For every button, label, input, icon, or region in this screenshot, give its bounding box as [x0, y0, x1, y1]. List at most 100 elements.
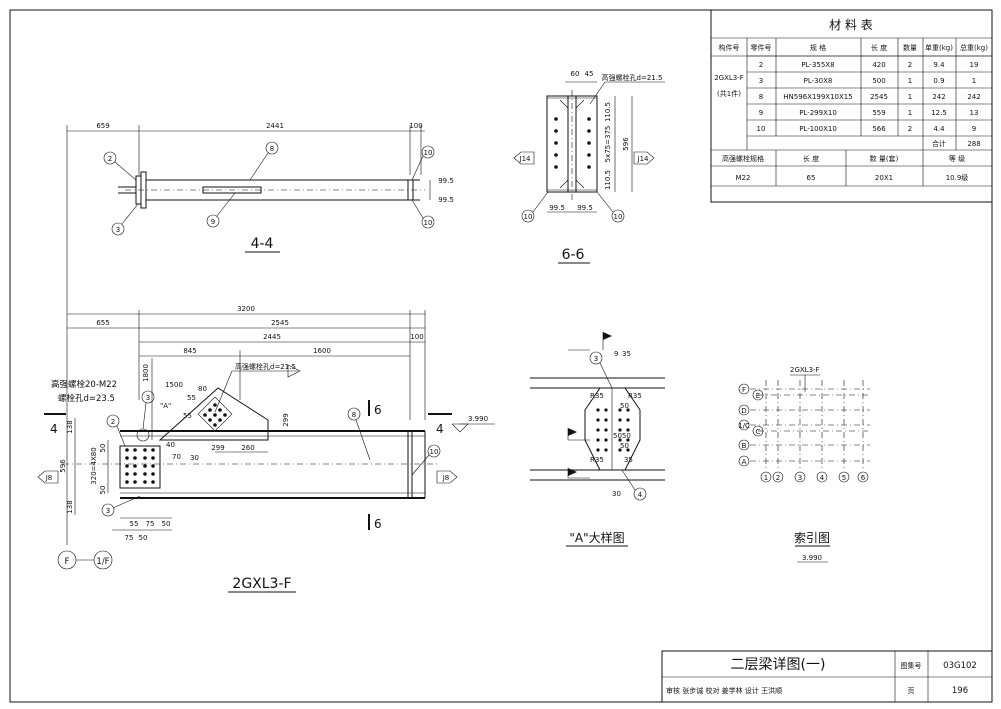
bolt-qty: 20X1 [875, 174, 893, 182]
main-view: 3200 655 2545 2445 100 845 1600 高强螺栓20-M… [37, 300, 495, 593]
svg-text:PL-355X8: PL-355X8 [801, 61, 834, 69]
svg-text:242: 242 [932, 93, 945, 101]
dim-596-main: 596 [59, 459, 67, 473]
sign-row: 审核 张步诚 校对 姜学林 设计 王洪顺 [666, 686, 782, 695]
svg-text:C: C [756, 428, 761, 436]
dim-80: 80 [198, 385, 207, 393]
dim-320: 320=4X80 [90, 447, 98, 484]
callout-circle [347, 407, 361, 421]
svg-text:PL-299X10: PL-299X10 [799, 109, 837, 117]
bolt-spec: M22 [736, 174, 751, 182]
table-row: 10 PL-100X10 566 2 4.4 9 [757, 125, 977, 133]
bolt-hdr-spec: 高强螺栓规格 [722, 154, 764, 163]
dim-2545: 2545 [271, 319, 289, 327]
svg-text:5050: 5050 [613, 432, 631, 440]
section-mark-6-bottom: 6 [374, 517, 382, 531]
section-mark-6-top: 6 [374, 403, 382, 417]
svg-text:12.5: 12.5 [931, 109, 947, 117]
hdr-unit-weight: 单重(kg) [925, 43, 953, 52]
svg-text:3: 3 [759, 77, 763, 85]
callout-circle [421, 215, 435, 229]
svg-text:10: 10 [524, 213, 533, 221]
j-tag-right [633, 151, 655, 165]
svg-text:J14: J14 [519, 155, 532, 163]
svg-text:4: 4 [638, 491, 643, 499]
svg-text:420: 420 [872, 61, 885, 69]
svg-text:9.4: 9.4 [933, 61, 945, 69]
dim-138-top: 138 [66, 420, 74, 433]
svg-text:9: 9 [759, 109, 763, 117]
svg-text:9: 9 [614, 350, 618, 358]
title-block: 二层梁详图(一) 图集号 03G102 页 196 审核 张步诚 校对 姜学林 … [661, 650, 993, 703]
dim-55-a: 55 [187, 394, 196, 402]
svg-text:R35: R35 [628, 392, 642, 400]
svg-text:6: 6 [861, 474, 866, 482]
table-row: 8 HN596X199X10X15 2545 1 242 242 [759, 93, 981, 101]
page-value: 196 [952, 686, 968, 696]
view-4-4: 659 2441 100 99.5 99.5 2 3 8 9 10 10 [66, 122, 454, 300]
dim-50-bottom: 50 [99, 486, 107, 495]
table-row: 3 PL-30X8 500 1 0.9 1 [759, 77, 976, 85]
svg-text:F: F [742, 386, 746, 394]
svg-text:2: 2 [908, 125, 912, 133]
callout-circle [206, 214, 220, 228]
svg-text:10: 10 [757, 125, 766, 133]
svg-text:566: 566 [872, 125, 886, 133]
drawing-title: 二层梁详图(一) [731, 657, 826, 673]
callout-circle [633, 487, 647, 501]
elevation-triangle [451, 423, 469, 433]
svg-text:19: 19 [970, 61, 979, 69]
svg-text:10: 10 [614, 213, 623, 221]
dim-60: 60 [571, 70, 580, 78]
gusset-plate [158, 387, 269, 441]
svg-text:2: 2 [759, 61, 763, 69]
svg-text:PL-100X10: PL-100X10 [799, 125, 837, 133]
dim-110-5-top: 110.5 [604, 102, 612, 122]
j-tag-main-right [436, 470, 458, 484]
member-count: (共1件) [717, 89, 741, 98]
view-title-6-6: 6-6 [562, 247, 585, 263]
dim-75-bot-b: 75 [125, 534, 134, 542]
table-row: 9 PL-299X10 559 1 12.5 13 [759, 109, 979, 117]
hdr-spec: 规 格 [810, 43, 826, 52]
callout-circle [427, 444, 441, 458]
hole-label-6-6: 高强螺栓孔d=21.5 [602, 73, 663, 82]
j-tag-main-left [37, 470, 59, 484]
svg-text:9: 9 [211, 218, 215, 226]
dim-845: 845 [183, 347, 196, 355]
dim-50-bot-a: 50 [139, 534, 148, 542]
bolt-group-gusset [203, 403, 227, 427]
callout-circle [103, 151, 117, 165]
bolt-group-detail [596, 408, 630, 452]
dim-75-bot-a: 75 [146, 520, 155, 528]
svg-text:A: A [742, 458, 747, 466]
dim-1600: 1600 [313, 347, 331, 355]
svg-text:1: 1 [908, 109, 912, 117]
dim-1500: 1500 [165, 381, 183, 389]
dim-99-5-top: 99.5 [438, 177, 454, 185]
svg-text:35: 35 [622, 350, 631, 358]
svg-text:1: 1 [908, 77, 912, 85]
svg-text:3: 3 [116, 226, 120, 234]
section-mark-4-right: 4 [436, 422, 444, 436]
view-title-main: 2GXL3-F [232, 576, 291, 592]
hdr-length: 长 度 [871, 43, 887, 52]
dim-45: 45 [585, 70, 594, 78]
svg-text:10: 10 [424, 219, 433, 227]
callout-circle [111, 222, 125, 236]
callout-circle [521, 209, 535, 223]
dim-30: 30 [190, 454, 199, 462]
view-title-4-4: 4-4 [251, 236, 274, 252]
svg-text:B: B [742, 442, 747, 450]
material-table-title: 材 料 表 [829, 18, 873, 32]
bolt-grade: 10.9级 [946, 173, 969, 182]
weld-flag-icon [603, 332, 612, 340]
svg-text:13: 13 [970, 109, 979, 117]
svg-text:2: 2 [111, 418, 115, 426]
svg-text:8: 8 [759, 93, 763, 101]
weld-flag-icon [568, 468, 577, 476]
atlas-label: 图集号 [901, 661, 922, 670]
dim-99-5-l: 99.5 [549, 204, 565, 212]
dim-99-5-bottom: 99.5 [438, 196, 454, 204]
detail-a-view: 3 9 35 R35 R35 50 5050 50 R35 35 30 4 "A… [530, 332, 665, 547]
